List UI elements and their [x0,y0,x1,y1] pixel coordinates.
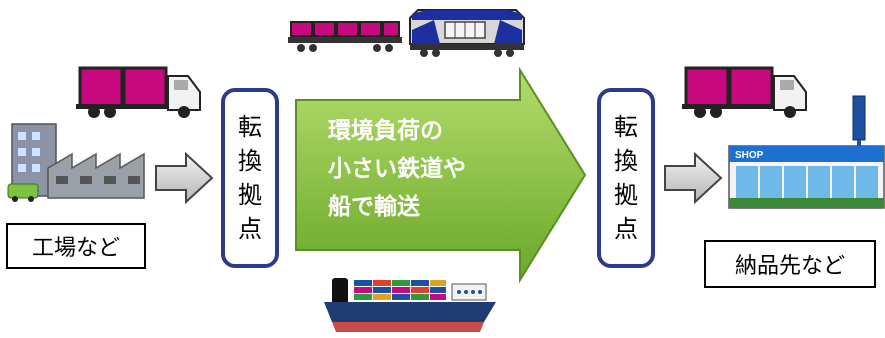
locomotive-icon [409,9,525,57]
arrow-hub-to-shop [664,151,723,205]
arrow-factory-to-hub [155,151,214,205]
source-label: 工場など [6,223,146,269]
transport-description: 環境負荷の 小さい鉄道や 船で輸送 [328,112,528,226]
truck-icon-right [682,66,807,118]
transport-description-line: 環境負荷の [328,118,443,144]
transport-description-line: 小さい鉄道や [328,156,466,182]
truck-icon-left [76,66,201,118]
hub-right-char: 点 [614,215,638,243]
convenience-store-icon: SHOP [728,95,885,209]
hub-right: 転 換 拠 点 [597,88,655,268]
destination-label: 納品先など [704,240,876,288]
hub-left-char: 転 [238,113,262,141]
rail-sea-transport-arrow [295,66,587,284]
hub-left-char: 拠 [238,181,262,209]
hub-left-char: 換 [238,147,262,175]
hub-left: 転 換 拠 点 [221,88,279,268]
container-wagon-icon [288,21,402,52]
hub-right-char: 拠 [614,181,638,209]
container-ship-icon [324,278,496,332]
hub-right-char: 転 [614,113,638,141]
transport-description-line: 船で輸送 [328,194,420,220]
shop-sign: SHOP [735,150,764,161]
factory-icon [7,123,145,202]
hub-right-char: 換 [614,147,638,175]
hub-left-char: 点 [238,215,262,243]
